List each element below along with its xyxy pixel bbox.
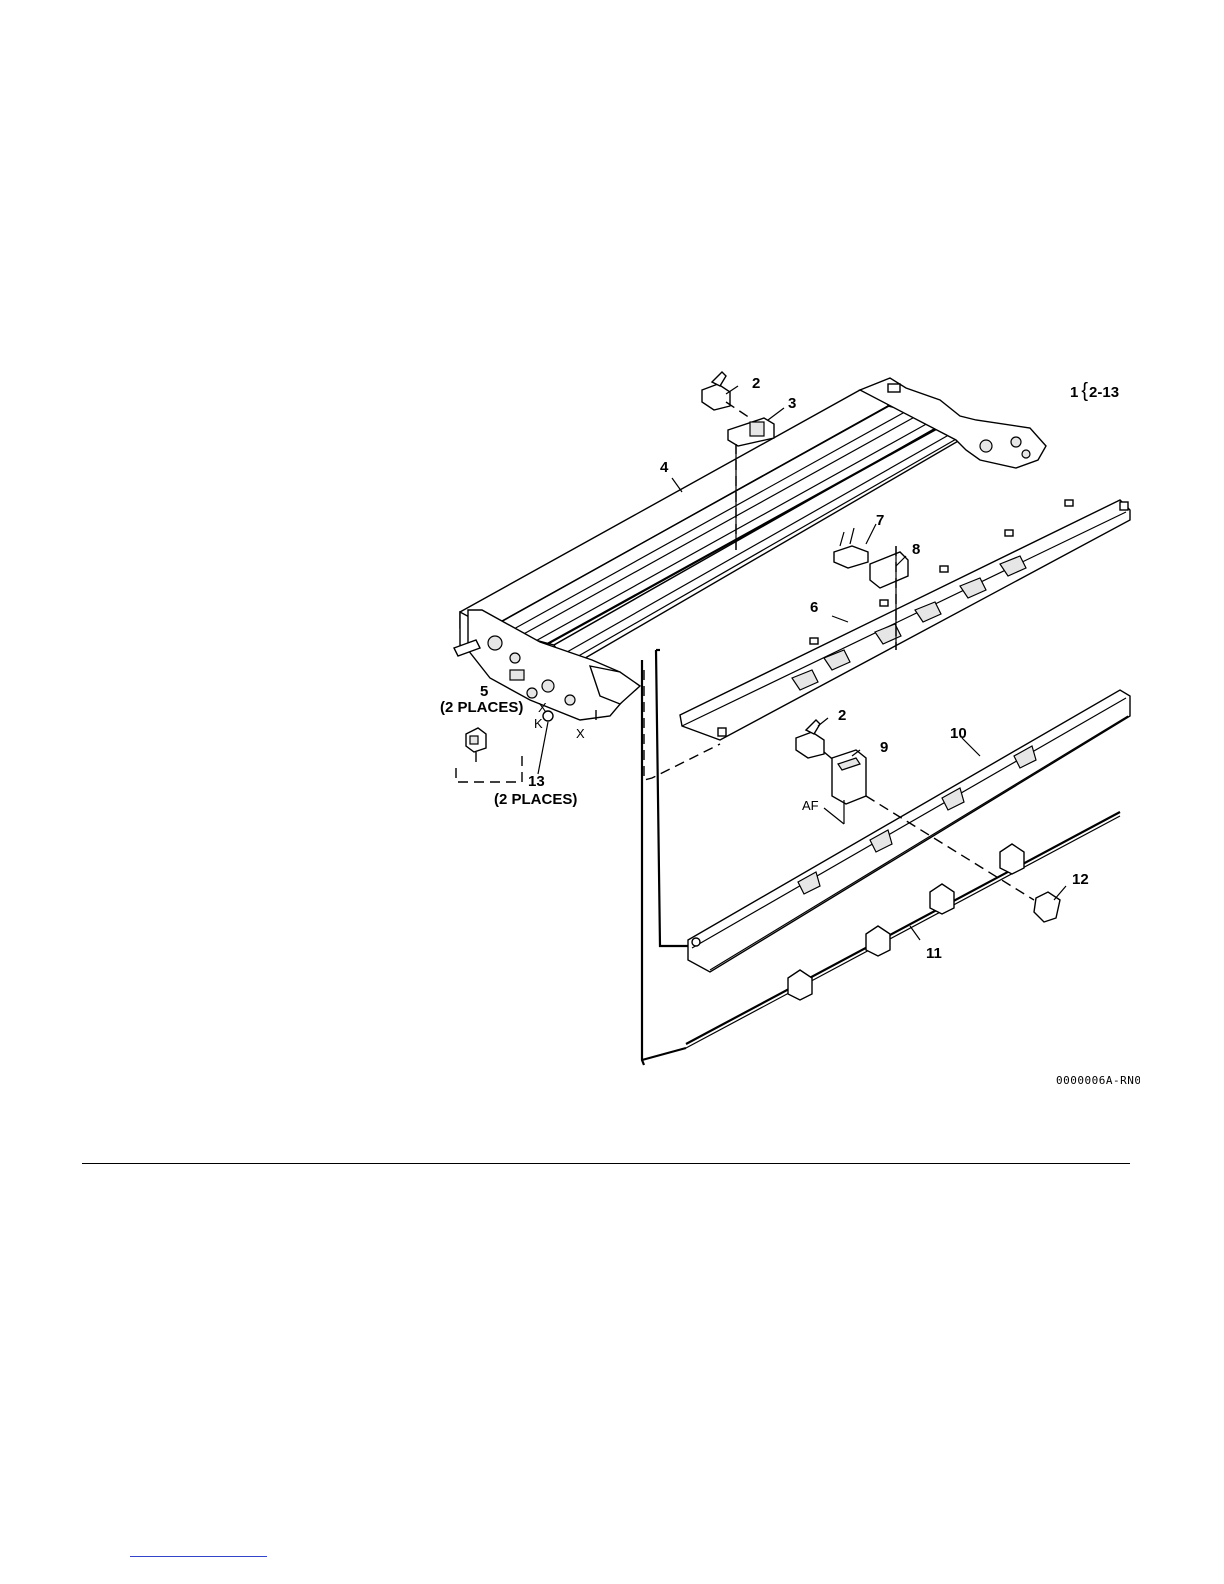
callout-11: 11 xyxy=(926,945,942,962)
rail-10 xyxy=(688,690,1130,972)
bracket-9 xyxy=(824,750,866,824)
letter-af: AF xyxy=(802,798,819,813)
callout-7: 7 xyxy=(876,512,884,529)
group-label: 1{2-13 xyxy=(1070,380,1119,402)
footer-link-underline[interactable] xyxy=(130,1556,267,1557)
callout-8: 8 xyxy=(912,541,920,558)
callout-2-top: 2 xyxy=(752,375,760,392)
figure-id: 0000006A-RN0 xyxy=(1056,1074,1140,1087)
section-divider xyxy=(82,1163,1130,1164)
callout-5-note: (2 PLACES) xyxy=(440,699,523,716)
sensor-2-top xyxy=(702,372,750,418)
callout-13-note: (2 PLACES) xyxy=(494,791,577,808)
callout-9: 9 xyxy=(880,739,888,756)
callout-3: 3 xyxy=(788,395,796,412)
callout-10: 10 xyxy=(950,725,967,742)
diagram-svg: 1{2-13 2 3 4 7 8 6 5 (2 PLACES) X K X 13… xyxy=(420,360,1140,1100)
callout-13: 13 xyxy=(528,773,545,790)
callout-6: 6 xyxy=(810,599,818,616)
letter-x-2: X xyxy=(576,726,585,741)
callout-2-lower: 2 xyxy=(838,707,846,724)
letter-x-1: X xyxy=(538,700,547,715)
parts-exploded-diagram: 1{2-13 2 3 4 7 8 6 5 (2 PLACES) X K X 13… xyxy=(420,360,1140,1100)
letter-k: K xyxy=(534,716,543,731)
clip-5 xyxy=(466,728,486,752)
callout-4: 4 xyxy=(660,459,669,476)
sensor-2-lower xyxy=(796,720,836,762)
callout-5: 5 xyxy=(480,683,488,700)
callout-12: 12 xyxy=(1072,871,1089,888)
sensor-7 xyxy=(834,528,868,568)
